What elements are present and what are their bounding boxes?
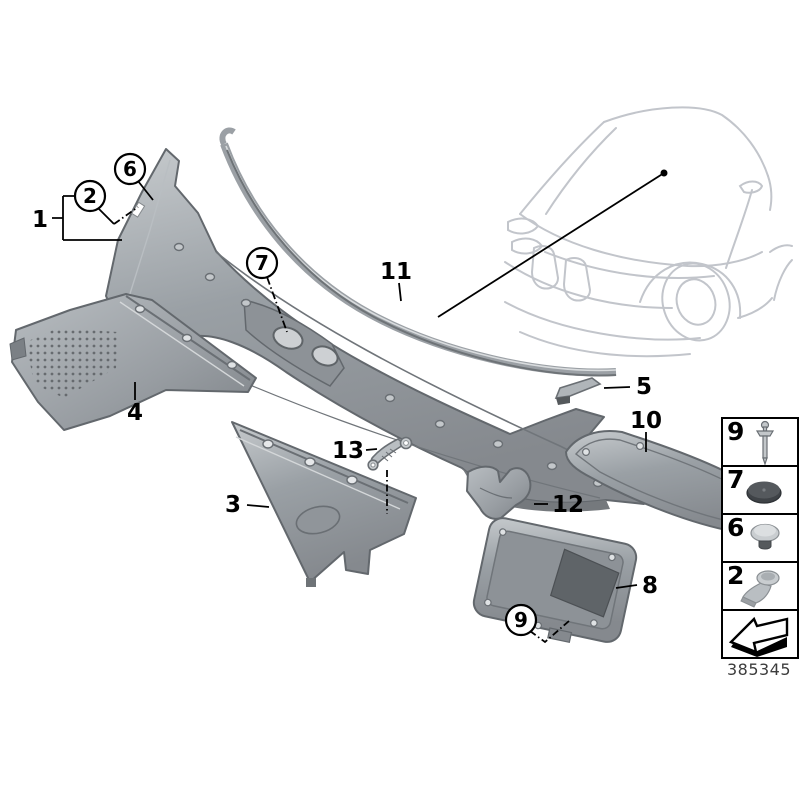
callout-label: 12 [552, 492, 584, 518]
legend-item-2[interactable]: 2 [721, 561, 799, 609]
hook-screw-icon [740, 570, 780, 608]
callout-label: 11 [380, 259, 412, 285]
callout-label: 7 [255, 251, 269, 275]
expanding-rivet-icon [755, 420, 775, 465]
expanding-clip-icon [750, 523, 780, 550]
callout-label: 10 [630, 408, 662, 434]
cap-part-5[interactable] [554, 377, 602, 405]
callout-12[interactable]: 12 [552, 492, 584, 518]
callout-10[interactable]: 10 [630, 408, 662, 434]
callout-label: 8 [642, 573, 658, 599]
installation-direction-arrow-icon [728, 616, 789, 657]
side-trim-part-4[interactable] [9, 293, 257, 431]
callout-13[interactable]: 13 [332, 438, 364, 464]
fastener-legend: 9 7 6 2 [721, 417, 799, 659]
blind-plug-icon [746, 481, 782, 504]
leader-lines [52, 172, 665, 644]
callout-label: 2 [83, 184, 97, 208]
legend-item-label: 7 [727, 465, 745, 494]
callout-label: 3 [225, 492, 241, 518]
legend-item-6[interactable]: 6 [721, 513, 799, 561]
callout-label: 1 [32, 207, 48, 233]
callout-label: 13 [332, 438, 364, 464]
callout-label: 6 [123, 157, 137, 181]
legend-item-arrow[interactable] [721, 609, 799, 659]
legend-item-label: 2 [727, 561, 745, 590]
air-duct-part-8[interactable] [470, 515, 639, 652]
callout-4[interactable]: 4 [127, 400, 143, 426]
callout-7[interactable]: 7 [245, 246, 279, 280]
legend-item-label: 6 [727, 513, 745, 542]
callout-2[interactable]: 2 [73, 179, 107, 213]
legend-item-label: 9 [727, 417, 745, 446]
callout-5[interactable]: 5 [636, 374, 652, 400]
callout-11[interactable]: 11 [380, 259, 412, 285]
callout-label: 9 [514, 608, 528, 632]
car-anchor-dot [660, 169, 668, 177]
side-trim-part-3[interactable] [231, 421, 417, 587]
cover-part-12[interactable] [466, 465, 532, 520]
legend-item-9[interactable]: 9 [721, 417, 799, 465]
callout-3[interactable]: 3 [225, 492, 241, 518]
callout-8[interactable]: 8 [642, 573, 658, 599]
callout-9[interactable]: 9 [504, 603, 538, 637]
catalog-number: 385345 [726, 660, 792, 679]
callout-1[interactable]: 1 [32, 207, 48, 233]
bracket-part-13[interactable] [367, 436, 413, 471]
legend-item-7[interactable]: 7 [721, 465, 799, 513]
callout-label: 4 [127, 400, 143, 426]
callout-6[interactable]: 6 [113, 152, 147, 186]
car-illustration [504, 106, 793, 358]
callout-label: 5 [636, 374, 652, 400]
seal-strip-part-11[interactable] [219, 127, 617, 377]
